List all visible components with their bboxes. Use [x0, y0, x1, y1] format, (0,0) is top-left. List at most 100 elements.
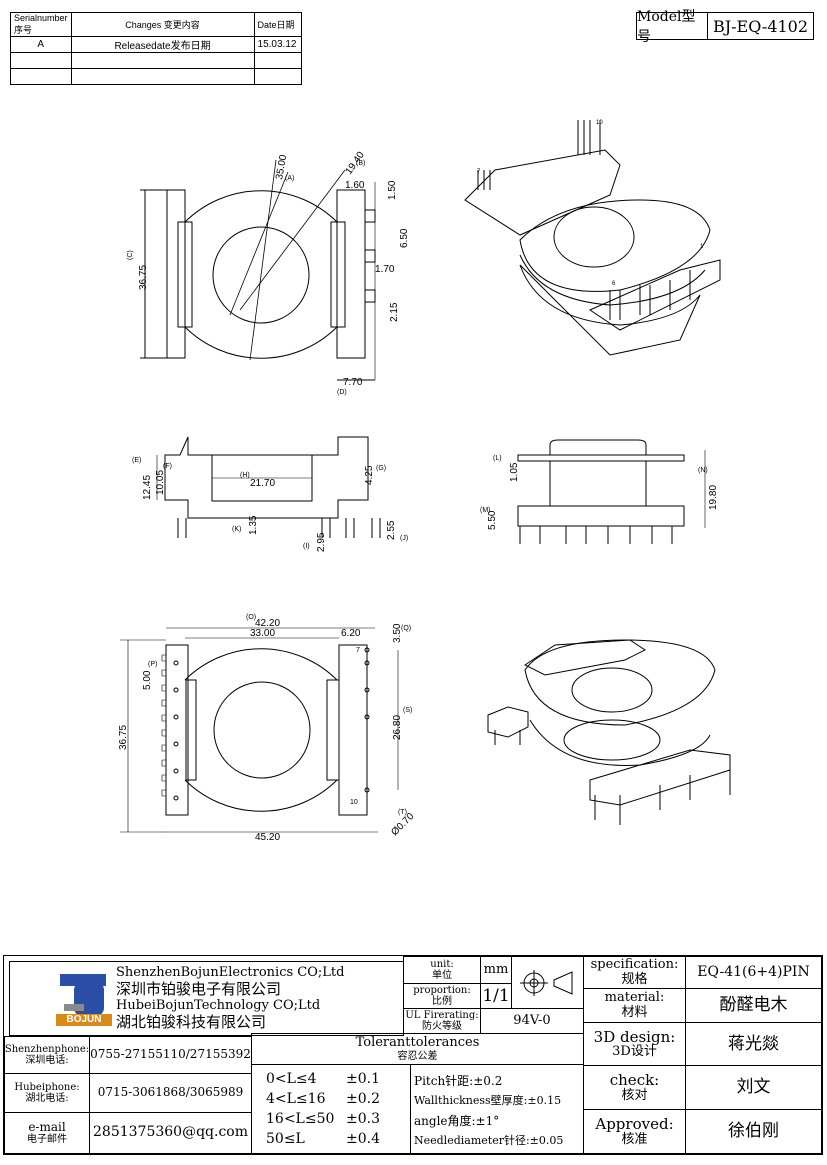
dim-150: 1.50	[387, 180, 398, 200]
note-wall: Wallthickness壁厚度:±0.15	[414, 1094, 562, 1107]
spec-label-cn: 规格	[621, 971, 648, 987]
label-q: (Q)	[401, 625, 411, 632]
rev-header-serial: Serialnumber序号	[10, 12, 72, 37]
sz-phone-label: Shenzhenphone:	[4, 1044, 90, 1055]
dim-3675b: 36.75	[118, 725, 129, 750]
unit-value: mm	[480, 956, 512, 984]
unit-label-cell: unit: 单位	[403, 956, 481, 984]
rev-header-date: Date日期	[253, 12, 302, 37]
dim-500: 5.00	[142, 670, 153, 690]
design-label-cell: 3D design: 3D设计	[583, 1022, 686, 1066]
check-label-cell: check: 核对	[583, 1065, 686, 1110]
label-t: (T)	[398, 809, 407, 816]
check-value: 刘文	[685, 1065, 822, 1110]
dim-255: 2.55	[386, 520, 397, 540]
approved-label: Approved:	[595, 1115, 674, 1134]
dim-4220: 42.20	[255, 618, 280, 629]
sz-phone-label-cell: Shenzhenphone: 深圳电话:	[4, 1036, 90, 1074]
logo-text: BOJUN	[56, 1014, 112, 1026]
label-h: (H)	[240, 472, 250, 479]
proportion-value: 1/1	[480, 983, 512, 1009]
tol-value-2: ±0.2	[346, 1091, 380, 1107]
email: 2851375360@qq.com	[89, 1112, 252, 1154]
spec-label: specification:	[590, 957, 679, 973]
label-g: (G)	[376, 465, 386, 472]
projection-symbol-icon	[519, 969, 572, 996]
label-i: (I)	[303, 543, 310, 550]
proportion-label-cn: 比例	[432, 996, 452, 1007]
company-en-1: ShenzhenBojunElectronics CO;Ltd	[116, 965, 345, 980]
tol-value-4: ±0.4	[346, 1131, 380, 1147]
label-d: (D)	[337, 389, 347, 396]
dim-1245: 12.45	[142, 475, 153, 500]
label-c: (C)	[127, 250, 134, 260]
label-n: (N)	[698, 467, 708, 474]
dim-650: 6.50	[399, 228, 410, 248]
dim-1980: 19.80	[708, 485, 719, 510]
label-l: (L)	[493, 455, 502, 462]
tol-range-3: 16<L≤50	[266, 1111, 335, 1127]
approved-label-cell: Approved: 核准	[583, 1109, 686, 1154]
proportion-label-cell: proportion: 比例	[403, 983, 481, 1009]
label-k: (K)	[232, 526, 241, 533]
model-value: BJ-EQ-4102	[712, 16, 809, 36]
dim-4520: 45.20	[255, 832, 280, 843]
label-m: (M)	[480, 507, 491, 514]
spec-label-cell: specification: 规格	[583, 956, 686, 989]
label-s: (S)	[403, 707, 412, 714]
rev-header-changes: Changes 变更内容	[70, 12, 255, 37]
tolerance-title-cn: 容忍公差	[397, 1050, 438, 1062]
email-label-cn: 电子邮件	[27, 1134, 67, 1146]
company-en-2: HubeiBojunTechnology CO;Ltd	[116, 998, 321, 1013]
iso-view-bottom	[487, 639, 731, 825]
dim-295: 2.95	[316, 532, 327, 552]
tol-range-1: 0<L≤4	[266, 1071, 317, 1087]
material-label: material:	[604, 990, 665, 1006]
tol-value-3: ±0.3	[346, 1111, 380, 1127]
material-label-cell: material: 材料	[583, 988, 686, 1023]
dim-350: 3.50	[392, 623, 403, 643]
dim-215: 2.15	[389, 302, 400, 322]
tol-range-4: 50≤L	[266, 1131, 305, 1147]
email-label-cell: e-mail 电子邮件	[4, 1112, 90, 1154]
dim-35: 35.00	[274, 154, 289, 181]
note-angle: angle角度:±1°	[414, 1114, 500, 1128]
unit-label-cn: 单位	[432, 970, 452, 981]
iso-pin-7: 7	[477, 169, 481, 175]
top-view	[140, 159, 376, 381]
ul-label-cell: UL Firerating: 防火等级	[403, 1008, 481, 1034]
check-label-cn: 核对	[621, 1087, 648, 1103]
company-cn-1: 深圳市铂骏电子有限公司	[116, 980, 282, 998]
proportion-label: proportion:	[413, 985, 471, 996]
dim-620: 6.20	[341, 628, 361, 639]
company-cn-2: 湖北铂骏科技有限公司	[116, 1013, 267, 1031]
tolerance-title: Toleranttolerances	[355, 1035, 480, 1051]
hb-phone: 0715-3061868/3065989	[89, 1073, 252, 1113]
revision-table: Serialnumber序号 Changes 变更内容 Date日期 A Rel…	[10, 12, 302, 85]
design-label: 3D design:	[593, 1027, 676, 1046]
material-label-cn: 材料	[621, 1004, 648, 1020]
dim-135: 1.35	[248, 515, 259, 535]
material-value: 酚醛电木	[685, 988, 822, 1023]
check-label: check:	[609, 1071, 660, 1090]
side-view	[156, 436, 381, 538]
notes-cell	[410, 1064, 584, 1154]
projection-symbol-cell	[511, 956, 584, 1009]
hb-phone-label: Hubeiphone:	[14, 1082, 80, 1093]
ul-value: 94V-0	[480, 1008, 584, 1034]
company-cell: BOJUN ShenzhenBojunElectronics CO;Ltd 深圳…	[9, 961, 404, 1036]
dim-3675: 36.75	[138, 265, 149, 290]
logo-dash-icon	[64, 1004, 84, 1011]
dim-105: 1.05	[509, 462, 520, 482]
tol-range-2: 4<L≤16	[266, 1091, 326, 1107]
tolerance-title-cell: Toleranttolerances 容忍公差	[251, 1033, 584, 1065]
design-value: 蒋光燚	[685, 1022, 822, 1066]
iso-pin-10: 10	[596, 120, 603, 126]
iso-pin-1: 1	[700, 244, 704, 250]
rev-empty	[253, 68, 302, 85]
spec-value: EQ-41(6+4)PIN	[685, 956, 822, 989]
email-label: e-mail	[28, 1119, 66, 1134]
note-needle: Needlediameter针径:±0.05	[414, 1134, 564, 1147]
hb-phone-label-cell: Hubeiphone: 湖北电话:	[4, 1073, 90, 1113]
technical-drawing: 35.00 (A) 19.40 (B) 1.60 1.50 (C) 36.75 …	[118, 120, 731, 843]
